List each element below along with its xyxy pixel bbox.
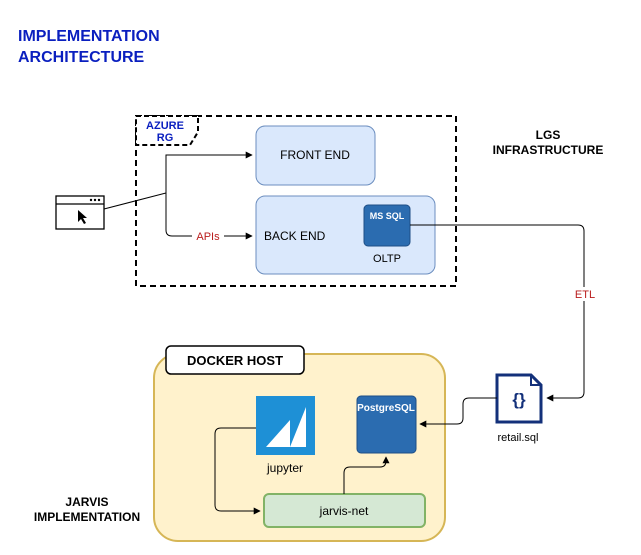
azure-rg-tab	[135, 115, 199, 146]
svg-text:{}: {}	[512, 390, 526, 409]
network-to-postgres-arrow	[343, 456, 390, 494]
diagram-title-line2: ARCHITECTURE	[18, 49, 145, 66]
oltp-label: OLTP	[373, 253, 401, 265]
jupyter-icon	[256, 396, 315, 455]
azure-rg-label-line2: RG	[157, 132, 174, 144]
jarvis-label-line2: IMPLEMENTATION	[34, 510, 140, 524]
docker-host-header	[165, 345, 305, 375]
front-end-label: FRONT END	[280, 148, 350, 162]
jupyter-to-network-arrow	[214, 427, 261, 515]
etl-label: ETL	[575, 289, 595, 301]
jupyter-label: jupyter	[266, 461, 303, 475]
browser-to-front-end-arrow	[103, 151, 253, 210]
sql-file-icon: {}	[495, 373, 543, 424]
browser-to-back-end-arrow	[165, 193, 253, 240]
jarvis-label-line1: JARVIS	[65, 495, 108, 509]
ms-sql-label: MS SQL	[370, 211, 405, 221]
jarvis-net-label: jarvis-net	[319, 504, 369, 518]
apis-label: APIs	[196, 231, 220, 243]
browser-icon	[55, 195, 105, 230]
retail-to-postgres-arrow	[419, 397, 497, 428]
lgs-label-line1: LGS	[536, 128, 561, 142]
front-end-box	[255, 125, 376, 186]
azure-rg-label-line1: AZURE	[146, 120, 184, 132]
back-end-label: BACK END	[264, 229, 326, 243]
docker-host-label: DOCKER HOST	[187, 353, 283, 368]
postgresql-label: PostgreSQL	[357, 403, 415, 414]
retail-sql-label: retail.sql	[498, 432, 539, 444]
postgresql-icon	[356, 395, 417, 454]
diagram-title-line1: IMPLEMENTATION	[18, 28, 160, 45]
lgs-label-line2: INFRASTRUCTURE	[493, 143, 604, 157]
etl-arrow	[410, 224, 585, 402]
